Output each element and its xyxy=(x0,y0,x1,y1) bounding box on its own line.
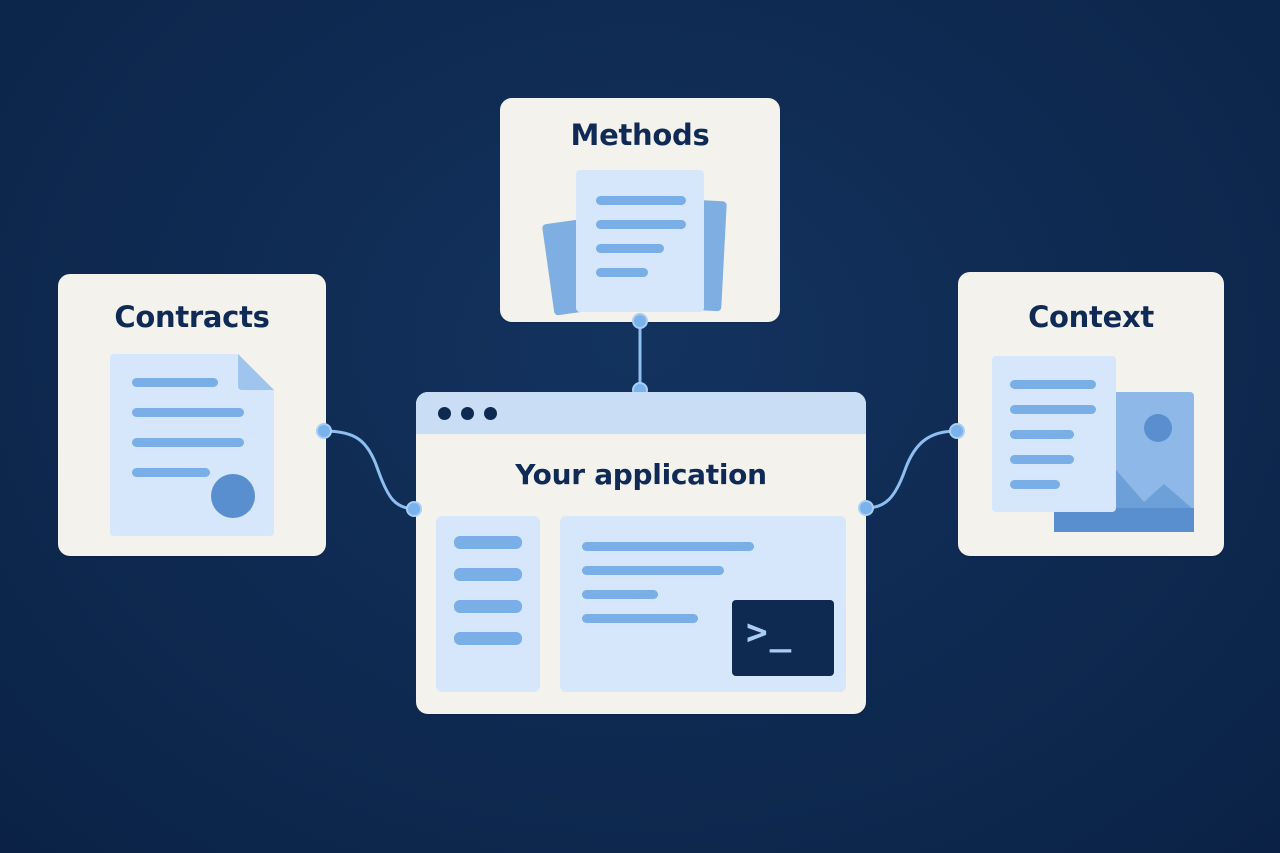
context-left-node xyxy=(949,423,965,439)
methods-doc-line-1 xyxy=(596,196,686,205)
context-document-icon xyxy=(992,356,1116,512)
app-sidebar xyxy=(436,516,540,692)
methods-bottom-node xyxy=(632,313,648,329)
methods-doc-line-2 xyxy=(596,220,686,229)
main-line-2 xyxy=(582,566,724,575)
app-main-panel: >_ xyxy=(560,516,846,692)
sidebar-line-3 xyxy=(454,600,522,613)
context-card: Context xyxy=(958,272,1224,556)
context-doc-line-1 xyxy=(1010,380,1096,389)
sidebar-line-2 xyxy=(454,568,522,581)
app-left-node xyxy=(406,501,422,517)
contracts-title: Contracts xyxy=(114,300,270,334)
context-doc-line-5 xyxy=(1010,480,1060,489)
seal-icon xyxy=(211,474,255,518)
main-line-3 xyxy=(582,590,658,599)
window-titlebar xyxy=(416,392,866,434)
main-line-4 xyxy=(582,614,698,623)
connector-contracts-app xyxy=(323,429,415,511)
main-line-1 xyxy=(582,542,754,551)
sidebar-line-1 xyxy=(454,536,522,549)
context-title: Context xyxy=(1028,300,1154,334)
window-dot-3 xyxy=(484,407,497,420)
methods-card: Methods xyxy=(500,98,780,322)
methods-doc-line-4 xyxy=(596,268,648,277)
terminal-prompt: >_ xyxy=(746,612,794,653)
window-dot-1 xyxy=(438,407,451,420)
methods-title: Methods xyxy=(570,118,710,152)
connector-context-app xyxy=(865,429,958,510)
context-doc-line-3 xyxy=(1010,430,1074,439)
context-doc-line-2 xyxy=(1010,405,1096,414)
terminal-icon: >_ xyxy=(732,600,834,676)
context-doc-line-4 xyxy=(1010,455,1074,464)
application-title: Your application xyxy=(515,458,767,491)
sidebar-line-4 xyxy=(454,632,522,645)
app-right-node xyxy=(858,500,874,516)
contract-document-icon xyxy=(110,354,274,536)
application-window: Your application >_ xyxy=(416,392,866,714)
methods-doc-line-3 xyxy=(596,244,664,253)
methods-document-icon xyxy=(576,170,704,312)
contracts-card: Contracts xyxy=(58,274,326,556)
window-dot-2 xyxy=(461,407,474,420)
contracts-right-node xyxy=(316,423,332,439)
